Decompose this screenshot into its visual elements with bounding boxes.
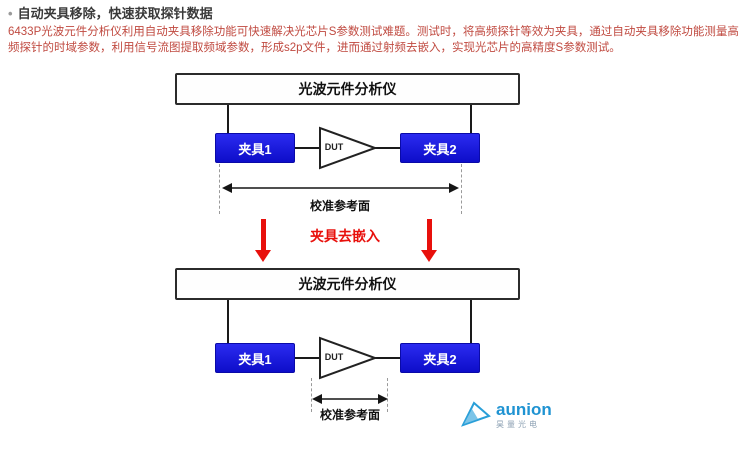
analyzer-box-top: 光波元件分析仪 <box>175 73 520 105</box>
calibration-plane-label-bottom: 校准参考面 <box>319 408 380 422</box>
fixture1-box-top: 夹具1 <box>215 133 295 163</box>
section-heading: • 自动夹具移除，快速获取探针数据 <box>8 3 213 22</box>
double-arrow-icon <box>222 183 459 193</box>
connector-line <box>374 357 400 359</box>
connector-line <box>374 147 400 149</box>
fixture1-box-bottom: 夹具1 <box>215 343 295 373</box>
dut-label-bottom: DUT <box>324 352 344 362</box>
calibration-plane-label-top: 校准参考面 <box>309 199 370 213</box>
dut-triangle-icon <box>319 336 378 380</box>
brand-logo: aunion 昊量光电 <box>460 400 552 430</box>
down-arrow-icon <box>427 219 432 250</box>
down-arrow-icon <box>255 250 271 262</box>
double-arrow-icon <box>312 394 388 404</box>
aunion-logo-icon <box>461 401 491 427</box>
analyzer-box-bottom: 光波元件分析仪 <box>175 268 520 300</box>
transition-label: 夹具去嵌入 <box>310 228 380 244</box>
fixture2-box-top: 夹具2 <box>400 133 480 163</box>
reference-plane-dashed-line <box>311 378 312 412</box>
brand-subtitle: 昊量光电 <box>496 420 540 429</box>
reference-plane-dashed-line <box>219 164 220 214</box>
fixture2-box-bottom: 夹具2 <box>400 343 480 373</box>
down-arrow-icon <box>421 250 437 262</box>
dut-label-top: DUT <box>324 142 344 152</box>
reference-plane-dashed-line <box>461 164 462 214</box>
connector-line <box>227 105 229 133</box>
intro-paragraph: 6433P光波元件分析仪利用自动夹具移除功能可快速解决光芯片S参数测试难题。测试… <box>8 26 739 54</box>
reference-plane-dashed-line <box>387 378 388 412</box>
connector-line <box>470 105 472 133</box>
connector-line <box>470 300 472 343</box>
brand-text-block: aunion 昊量光电 <box>496 400 552 430</box>
section-title: 自动夹具移除，快速获取探针数据 <box>17 6 213 21</box>
connector-line <box>227 300 229 343</box>
dut-triangle-icon <box>319 126 378 170</box>
connector-line <box>295 357 320 359</box>
connector-line <box>295 147 320 149</box>
down-arrow-icon <box>261 219 266 250</box>
brand-name: aunion <box>496 400 552 419</box>
bullet-icon: • <box>8 6 13 21</box>
